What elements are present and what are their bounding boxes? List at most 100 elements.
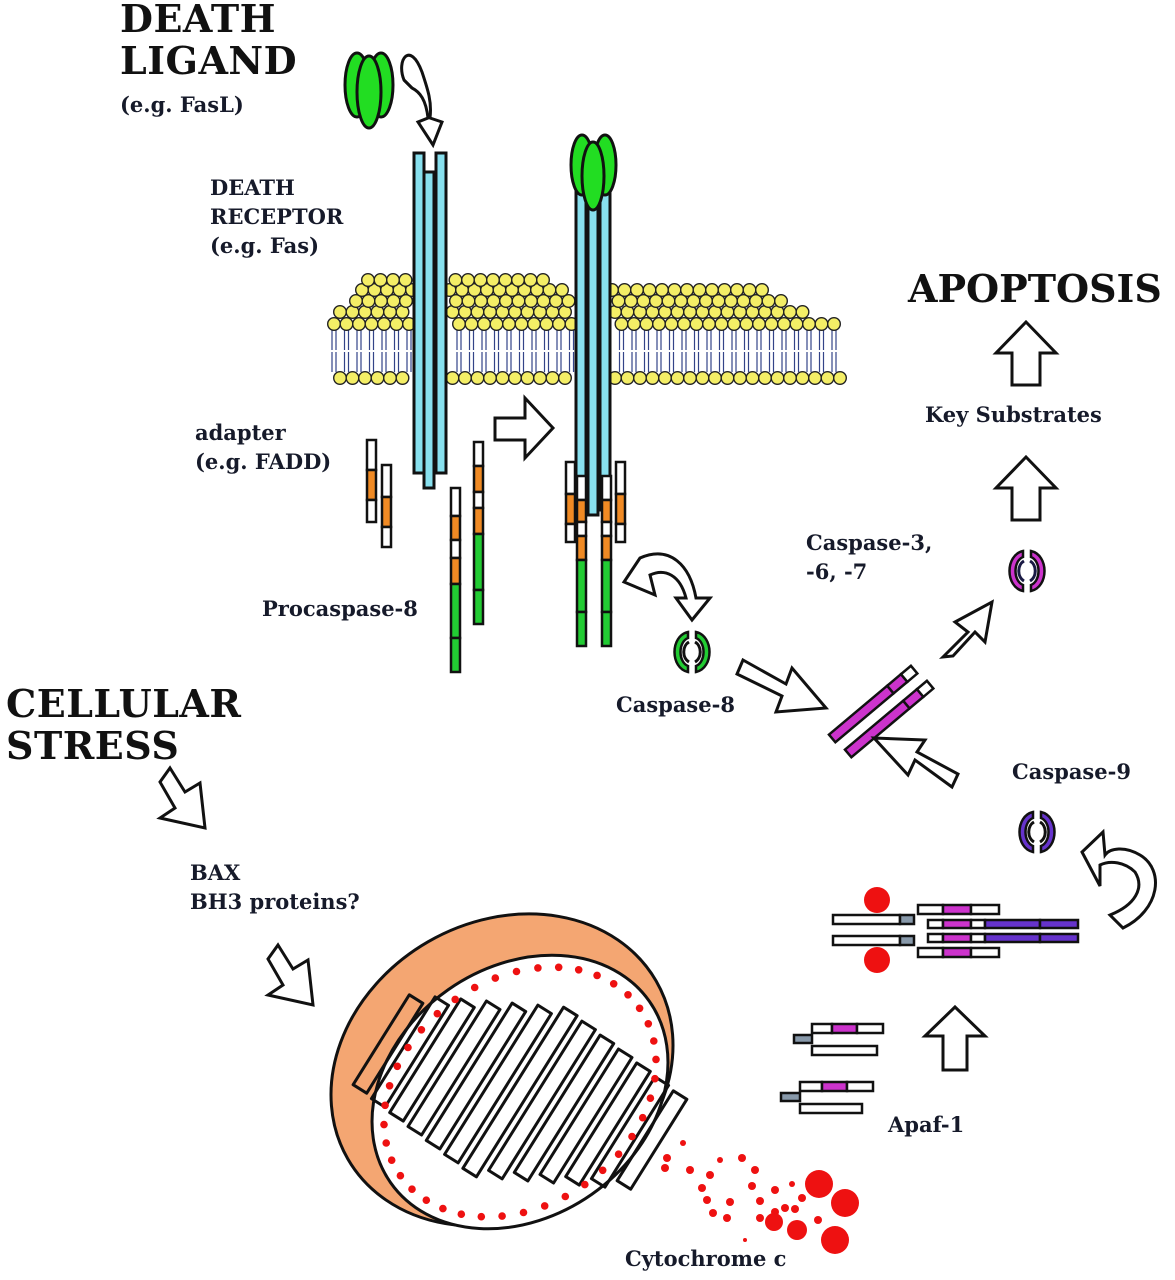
lipid-head — [695, 371, 710, 386]
lipid-head — [802, 317, 817, 332]
cytochrome-c-dot — [396, 1171, 405, 1180]
lipid-head — [345, 371, 360, 386]
lipid-head — [758, 371, 773, 386]
cytochrome-c-dot — [703, 1196, 711, 1204]
cytochrome-c-dot — [498, 1212, 506, 1220]
key-substrates-label: Key Substrates — [925, 402, 1102, 427]
crista — [424, 1001, 528, 1151]
cellular-stress-line1: CELLULAR — [6, 681, 242, 726]
lipid-head — [677, 317, 692, 332]
death-ligand-example: (e.g. FasL) — [120, 92, 244, 117]
caspase-3-label: Caspase-3, -6, -7 — [806, 528, 932, 586]
crista — [615, 1089, 689, 1191]
lipid-head — [705, 283, 720, 298]
lipid-head — [670, 371, 685, 386]
death-receptor-line2: RECEPTOR — [210, 204, 344, 229]
lipid-head — [655, 283, 670, 298]
crista — [351, 993, 425, 1095]
lipid-head — [642, 283, 657, 298]
lipid-head — [627, 317, 642, 332]
lipid-head — [539, 317, 554, 332]
cytochrome-c-dot — [646, 1094, 655, 1102]
cytochrome-c-dot — [644, 1020, 653, 1028]
lipid-head — [452, 317, 467, 332]
cytochrome-c-dot — [652, 1055, 660, 1064]
apoptosis-title: APOPTOSIS — [908, 266, 1162, 311]
caspase-9-active — [1018, 810, 1056, 854]
cytochrome-c-dot — [663, 1154, 671, 1162]
lipid-head — [683, 371, 698, 386]
lipid-head — [445, 371, 460, 386]
apaf-1-label: Apaf-1 — [888, 1112, 965, 1137]
lipid-head — [483, 371, 498, 386]
cytochrome-c-dot — [561, 1192, 570, 1201]
cytochrome-c-dot — [382, 1139, 391, 1147]
lipid-head — [352, 317, 367, 332]
lipid-head — [523, 273, 538, 288]
arrow-stress-to-bax — [156, 765, 207, 830]
cytochrome-c-dot — [751, 1166, 759, 1174]
apoptosome-complex — [831, 887, 1080, 973]
cytochrome-c-dot — [385, 1082, 394, 1090]
crista — [564, 1061, 652, 1187]
mitochondrion — [329, 912, 689, 1231]
cytochrome-c-dot — [789, 1181, 795, 1187]
cytochrome-c-dot — [491, 974, 500, 982]
binding-curved-arrow — [400, 53, 444, 149]
lipid-head — [486, 273, 501, 288]
cytochrome-c-dot — [756, 1197, 764, 1205]
adapter-line2: (e.g. FADD) — [195, 449, 332, 474]
lipid-head — [464, 317, 479, 332]
cytochrome-c-dot — [805, 1170, 833, 1198]
procaspase-8-label: Procaspase-8 — [262, 596, 418, 621]
lipid-head — [730, 283, 745, 298]
crista — [369, 995, 451, 1109]
cytochrome-c-dot — [393, 1062, 402, 1071]
cytochrome-c-dot — [609, 980, 618, 988]
disc-complex — [564, 460, 627, 648]
cytochrome-c-released — [661, 1140, 859, 1254]
cytochrome-c-dot — [457, 1210, 466, 1218]
lipid-head — [536, 273, 551, 288]
lipid-head — [689, 317, 704, 332]
lipid-head — [498, 273, 513, 288]
lipid-head — [733, 371, 748, 386]
crista — [487, 1019, 597, 1181]
arrow-substrates-to-apoptosis — [992, 319, 1060, 387]
lipid-head — [827, 317, 842, 332]
bax-label: BAX BH3 proteins? — [190, 858, 360, 916]
crista — [406, 999, 502, 1137]
arrow-casp9-to-casp3 — [870, 736, 960, 790]
lipid-head — [692, 283, 707, 298]
cytochrome-c-label: Cytochrome c — [625, 1246, 787, 1271]
lipid-head — [377, 317, 392, 332]
cytochrome-c-dot — [581, 1180, 589, 1189]
cytochrome-c-dot — [709, 1209, 717, 1217]
lipid-head — [645, 371, 660, 386]
cytochrome-c-dot — [706, 1171, 714, 1179]
lipid-head — [727, 317, 742, 332]
lipid-head — [795, 305, 810, 320]
lipid-head — [370, 371, 385, 386]
lipid-head — [458, 371, 473, 386]
death-receptor-bound — [574, 188, 612, 517]
cytochrome-c-dot — [574, 966, 583, 974]
death-receptor-title: DEATH RECEPTOR (e.g. Fas) — [210, 173, 343, 260]
lipid-head — [533, 371, 548, 386]
death-ligand-free — [343, 51, 395, 130]
arrow-bax-to-mitochondrion — [264, 942, 315, 1007]
cytochrome-c-dot — [554, 963, 563, 972]
lipid-head — [552, 317, 567, 332]
lipid-head — [764, 317, 779, 332]
lipid-head — [511, 273, 526, 288]
cellular-stress-line2: STRESS — [6, 723, 180, 768]
lipid-head — [720, 371, 735, 386]
lipid-head — [383, 371, 398, 386]
adapter-fadd-free — [365, 438, 393, 549]
crista — [538, 1047, 634, 1185]
cytochrome-c-dot — [771, 1186, 779, 1194]
arrow-casp3-to-substrates — [992, 454, 1060, 522]
cytochrome-c-dot — [404, 1043, 412, 1052]
cytochrome-c-dot — [477, 1212, 486, 1221]
